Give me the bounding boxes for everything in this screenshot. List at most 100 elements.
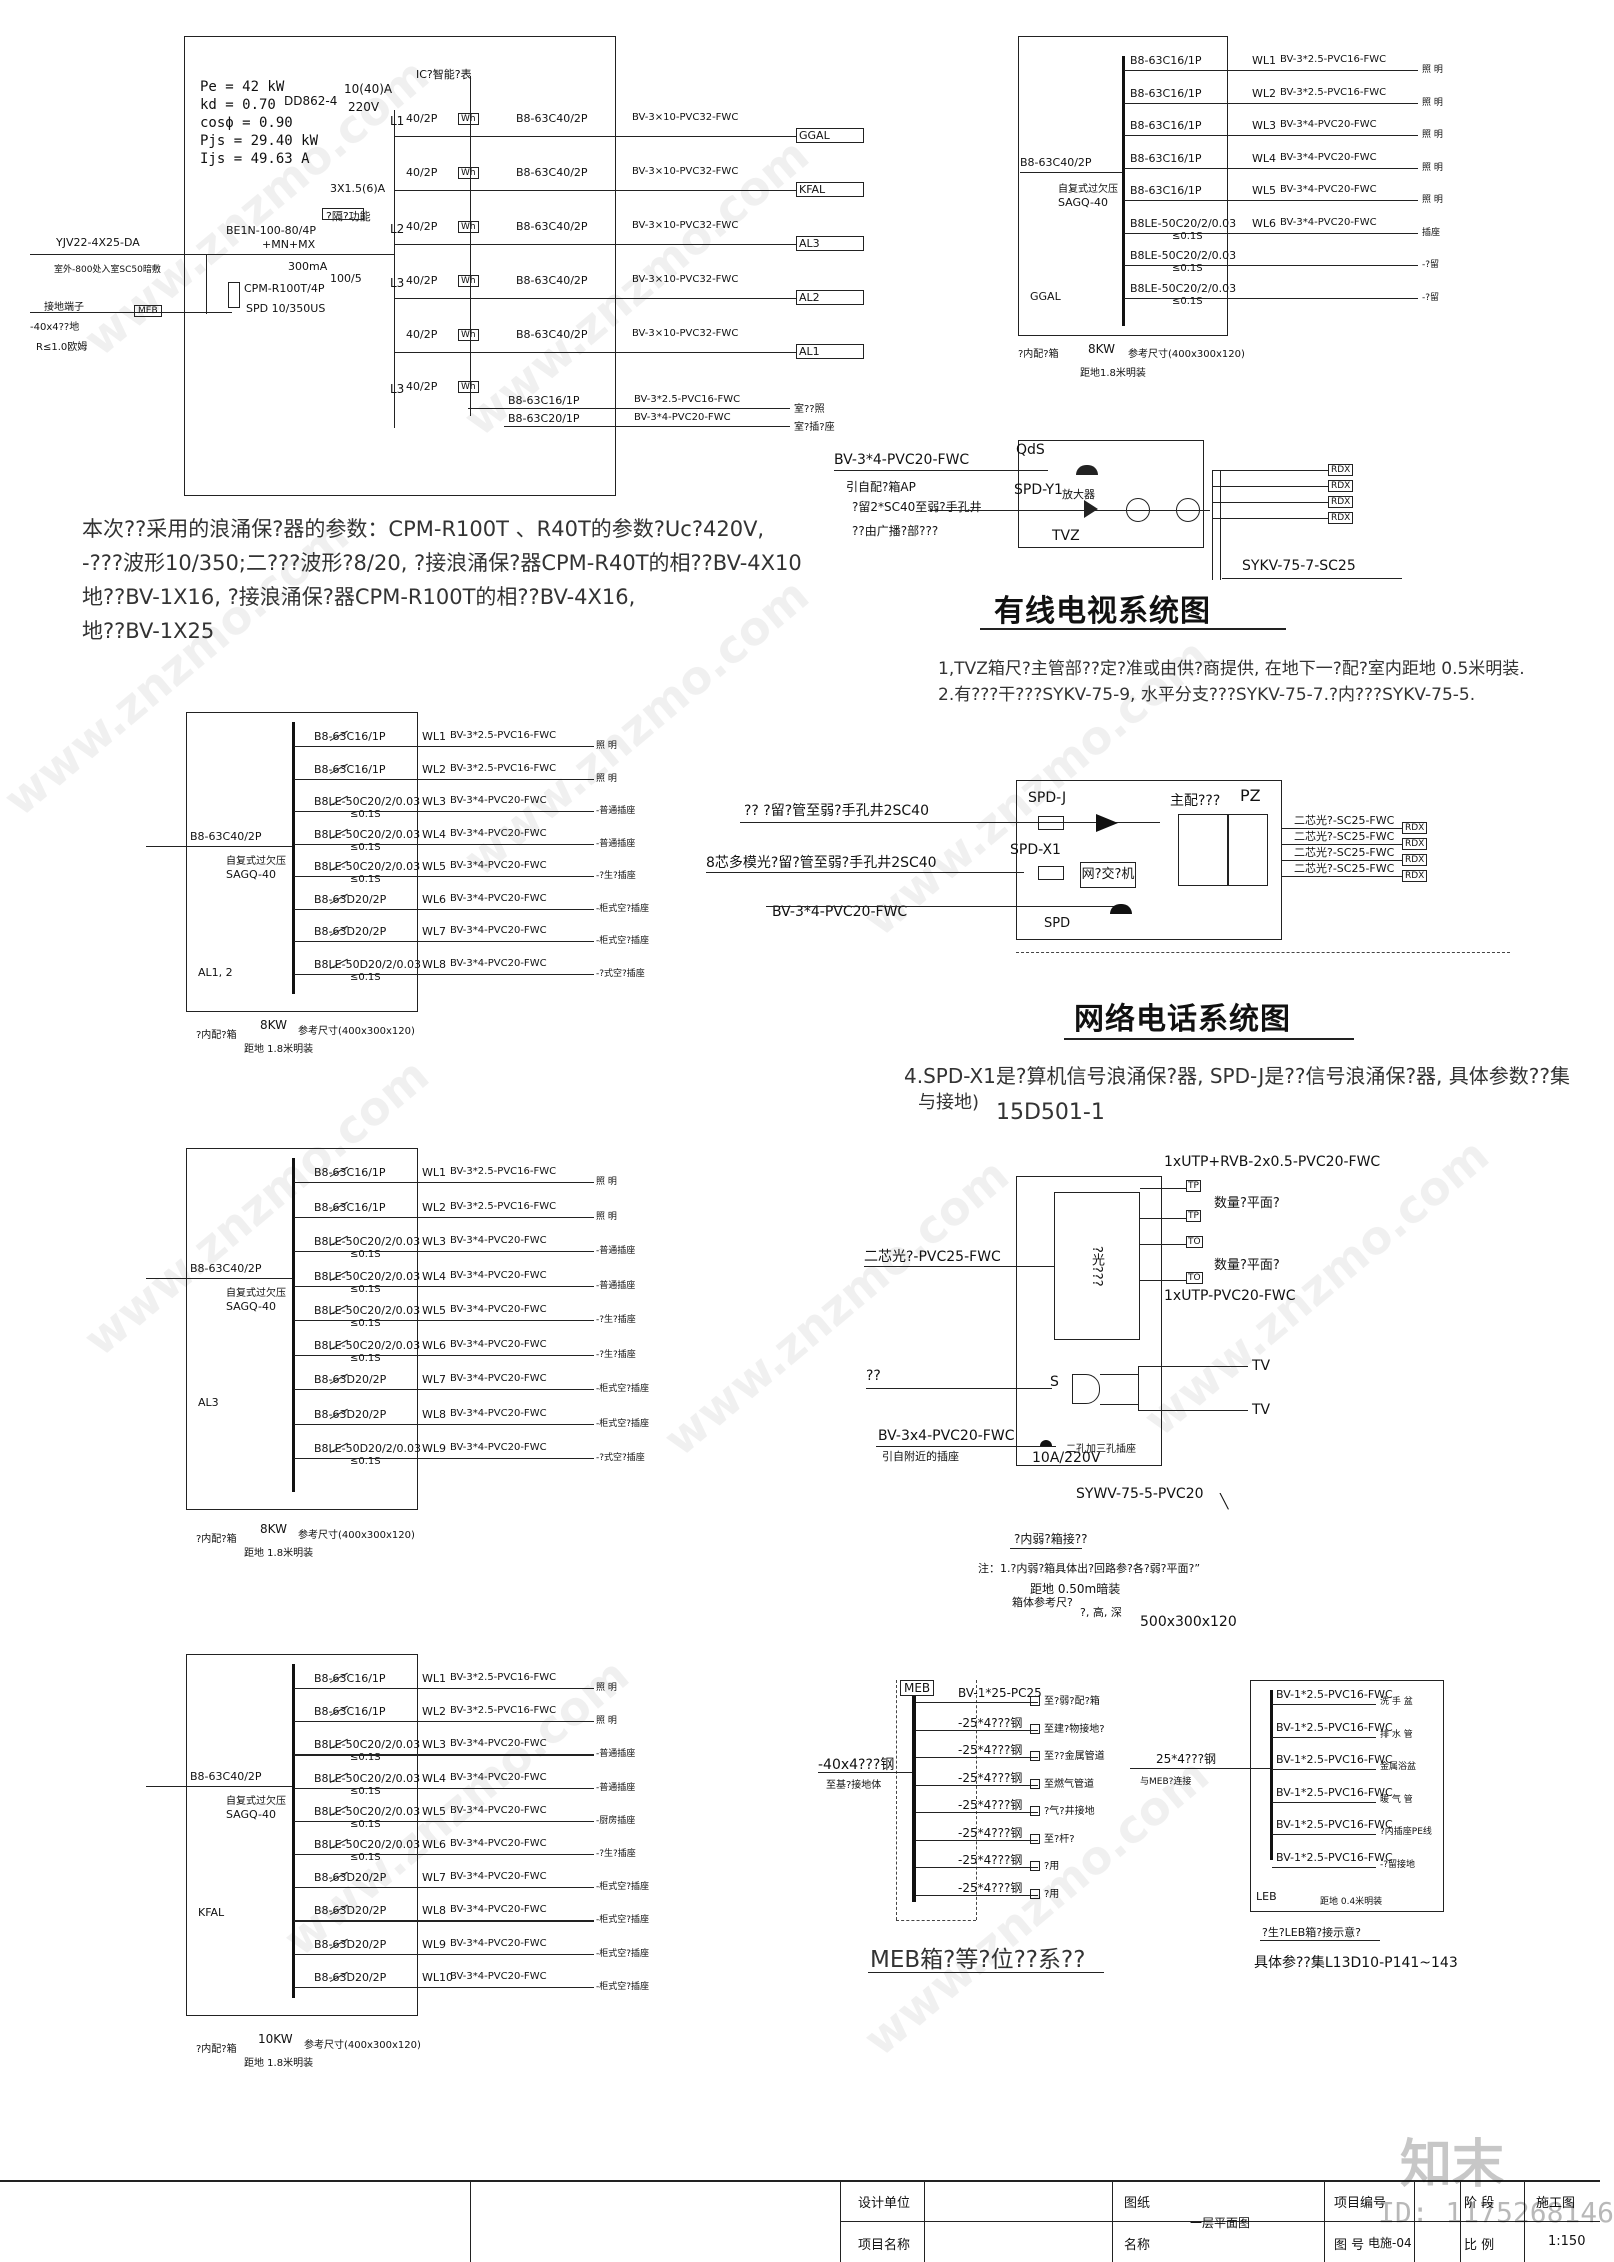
rdx-tag: RDX (1402, 838, 1428, 850)
circuit-id: WL2 (1252, 86, 1277, 100)
tv-out-line (1138, 1366, 1248, 1368)
incoming-breaker: B8-63C40/2P (1020, 156, 1092, 169)
branch-cable: BV-3×10-PVC32-FWC (632, 220, 739, 231)
leb-tag: LEB (1256, 1890, 1277, 1903)
branch-breaker: B8LE-50C20/2/0.03 (1130, 216, 1237, 230)
meb-cable: -25*4???钢 (958, 1743, 1023, 1757)
qty-label: 数量?平面? (1214, 1196, 1280, 1211)
circuit-use: -?留 (1422, 292, 1440, 303)
port-line (1140, 1218, 1186, 1220)
box-title: ?内弱?箱接?? (1014, 1532, 1088, 1546)
scale-label: 比 例 (1464, 2238, 1495, 2253)
spd-drop (206, 254, 208, 314)
port-line (1140, 1188, 1186, 1190)
panel-name: KFAL (198, 1906, 225, 1919)
trunk-line (1222, 578, 1402, 580)
circuit-use: -厨房插座 (596, 1815, 636, 1826)
spd-model: CPM-R100T/4P (244, 282, 325, 295)
leb-branch-line (1272, 1704, 1376, 1706)
box-title-underline (1010, 1548, 1082, 1550)
panel-note: ?内配?箱 (196, 1030, 237, 1041)
circuit-use: -普通插座 (596, 806, 636, 816)
circuit-cable: BV-3*4-PVC20-FWC (450, 1904, 547, 1916)
leb-dest: ?内插座PE线 (1380, 1827, 1432, 1837)
circuit-use: -柜式空?插座 (596, 1948, 650, 1959)
fiber-out: 二芯光?-SC25-FWC (1294, 846, 1395, 859)
socket-rating: 10A/220V (1032, 1450, 1101, 1466)
panel-mount: 距地 1.8米明装 (244, 1548, 314, 1559)
panel-border (186, 712, 418, 1012)
tv-line (1100, 1374, 1138, 1376)
project-name-label: 项目名称 (858, 2238, 911, 2253)
incoming-line (30, 254, 394, 256)
signal-line (930, 510, 1210, 512)
input-conduit-2: 8芯多模光?留?管至弱?手孔井2SC40 (706, 855, 937, 871)
circuit-cable: BV-3*4-PVC20-FWC (450, 1442, 547, 1453)
tvz-box (1018, 440, 1204, 548)
incoming-breaker: B8-63C40/2P (190, 1262, 262, 1275)
leb-branch-line (1272, 1801, 1376, 1803)
branch-breaker: B8-63D20/2P (314, 1904, 387, 1918)
stage-value: 施工图 (1536, 2196, 1576, 2211)
incoming-line (1020, 172, 1122, 174)
panel-name: GGAL (1030, 290, 1061, 303)
branch-breaker: B8LE-50C20/2/0.03 (1130, 249, 1237, 262)
spd: SPD (1044, 916, 1071, 931)
branch-breaker: B8-63D20/2P (314, 1871, 387, 1885)
tv-line (1100, 1404, 1138, 1406)
sagq: SAGQ-40 (226, 1808, 276, 1821)
leb-title-underline (1260, 1940, 1380, 1942)
branch-cable: BV-3×10-PVC32-FWC (632, 328, 739, 339)
branch-line (1124, 102, 1418, 104)
fiber-out: 二芯光?-SC25-FWC (1294, 830, 1395, 843)
circuit-id: WL2 (422, 762, 447, 776)
watt-hour-meter: Wh (458, 381, 479, 393)
network-note: 4.SPD-X1是?算机信号浪涌保?器, SPD-J是??信号浪涌保?器, 具体… (904, 1064, 1571, 1088)
circuit-id: WL7 (422, 925, 447, 938)
circuit-id: WL1 (1252, 54, 1277, 67)
signal-label: ?? (866, 1368, 881, 1384)
dashed-boundary (1016, 952, 1510, 953)
feed-line (834, 470, 1048, 472)
panel-border (1018, 36, 1228, 336)
scale-value: 1:150 (1548, 2234, 1586, 2249)
branch-line (294, 908, 594, 910)
incoming-line (146, 1278, 292, 1280)
signal-line (866, 1388, 1052, 1390)
branch-breaker: B8-63C40/2P (516, 166, 588, 179)
conduit-note: ?留2*SC40至弱?手孔井 (852, 500, 982, 514)
branch-breaker: B8-63C16/1P (1130, 54, 1202, 67)
rcd-time: ≤0.1S (350, 1249, 381, 1260)
watt-hour-meter: Wh (458, 221, 479, 233)
ground-terminal-label: 接地端子 (44, 302, 84, 313)
terminal-icon (1030, 1696, 1040, 1706)
tp-port-icon: TP (1186, 1210, 1201, 1222)
branch-line (294, 1285, 594, 1287)
param-ijs: Ijs = 49.63 A (200, 151, 310, 167)
branch-line (294, 1920, 594, 1922)
out-line (1212, 518, 1328, 520)
branch-line (394, 136, 796, 138)
tv-splitter-icon (1072, 1374, 1100, 1404)
splitter-icon (1176, 498, 1200, 522)
note-line: 地??BV-1X16, ?接浪涌保?器CPM-R100T的相??BV-4X16, (82, 585, 636, 609)
tv-outlet: TV (1252, 1402, 1271, 1418)
branch-line (294, 811, 594, 813)
auto-switch: 自复式过欠压 (226, 856, 286, 867)
phase-label: L3 (390, 382, 405, 396)
to-port-icon: TO (1186, 1236, 1203, 1248)
branch-breaker: B8-63D20/2P (314, 1407, 387, 1421)
power-cable: BV-3x4-PVC20-FWC (878, 1428, 1015, 1444)
incoming-line (146, 1786, 292, 1788)
circuit-id: WL6 (422, 1338, 447, 1352)
circuit-use: -柜式空?插座 (596, 936, 650, 946)
circuit-cable: BV-3*4-PVC20-FWC (450, 1304, 547, 1315)
circuit-id: WL6 (422, 1838, 447, 1851)
ct-ratio: 100/5 (330, 272, 362, 285)
auto-switch: 自复式过欠压 (226, 1288, 286, 1299)
trunk-cable: SYKV-75-7-SC25 (1242, 558, 1356, 574)
branch-line (394, 190, 796, 192)
branch-line (294, 1787, 594, 1789)
input-conduit-1: ?? ?留?管至弱?手孔井2SC40 (744, 803, 929, 819)
catv-title: 有线电视系统图 (994, 594, 1211, 629)
